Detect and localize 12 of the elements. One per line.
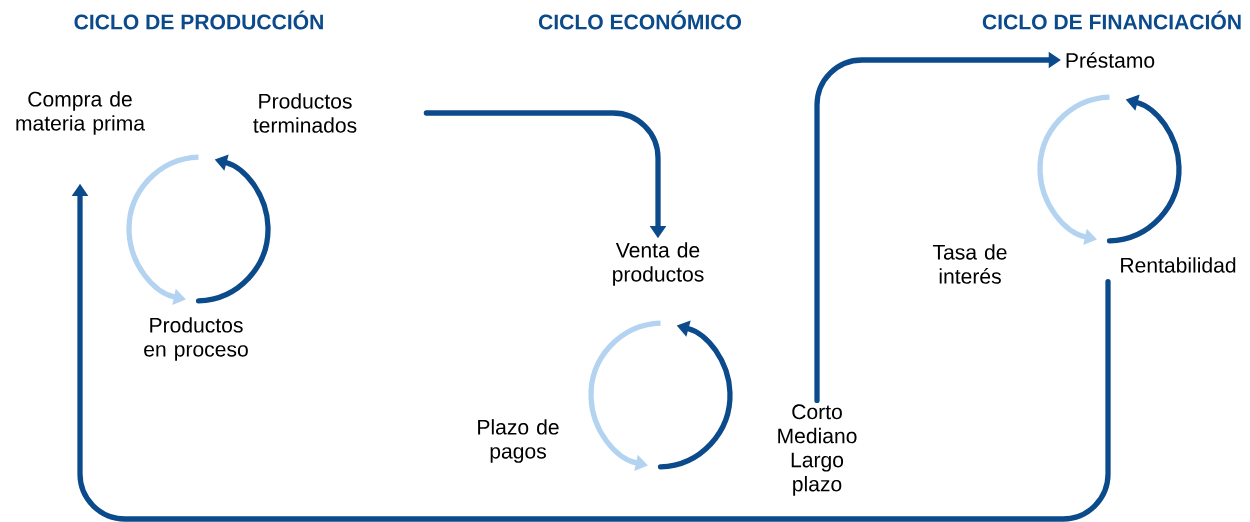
node-label: Préstamo [1066,52,1155,68]
section-heading: CICLO DE FINANCIACIÓN [982,10,1241,30]
section-heading: CICLO DE PRODUCCIÓN [74,10,323,30]
node-label: Tasa de interés [932,244,1007,284]
node-label: Venta de productos [613,242,704,286]
section-heading: CICLO ECONÓMICO [538,10,742,30]
node-label: Productos en proceso [144,317,248,361]
node-label: Productos terminados [253,93,357,133]
node-label: Compra de materia prima [16,91,145,135]
node-label: Rentabilidad [1121,257,1236,273]
node-label: Corto Mediano Largo plazo [778,404,857,496]
node-label: Plazo de pagos [478,419,559,463]
